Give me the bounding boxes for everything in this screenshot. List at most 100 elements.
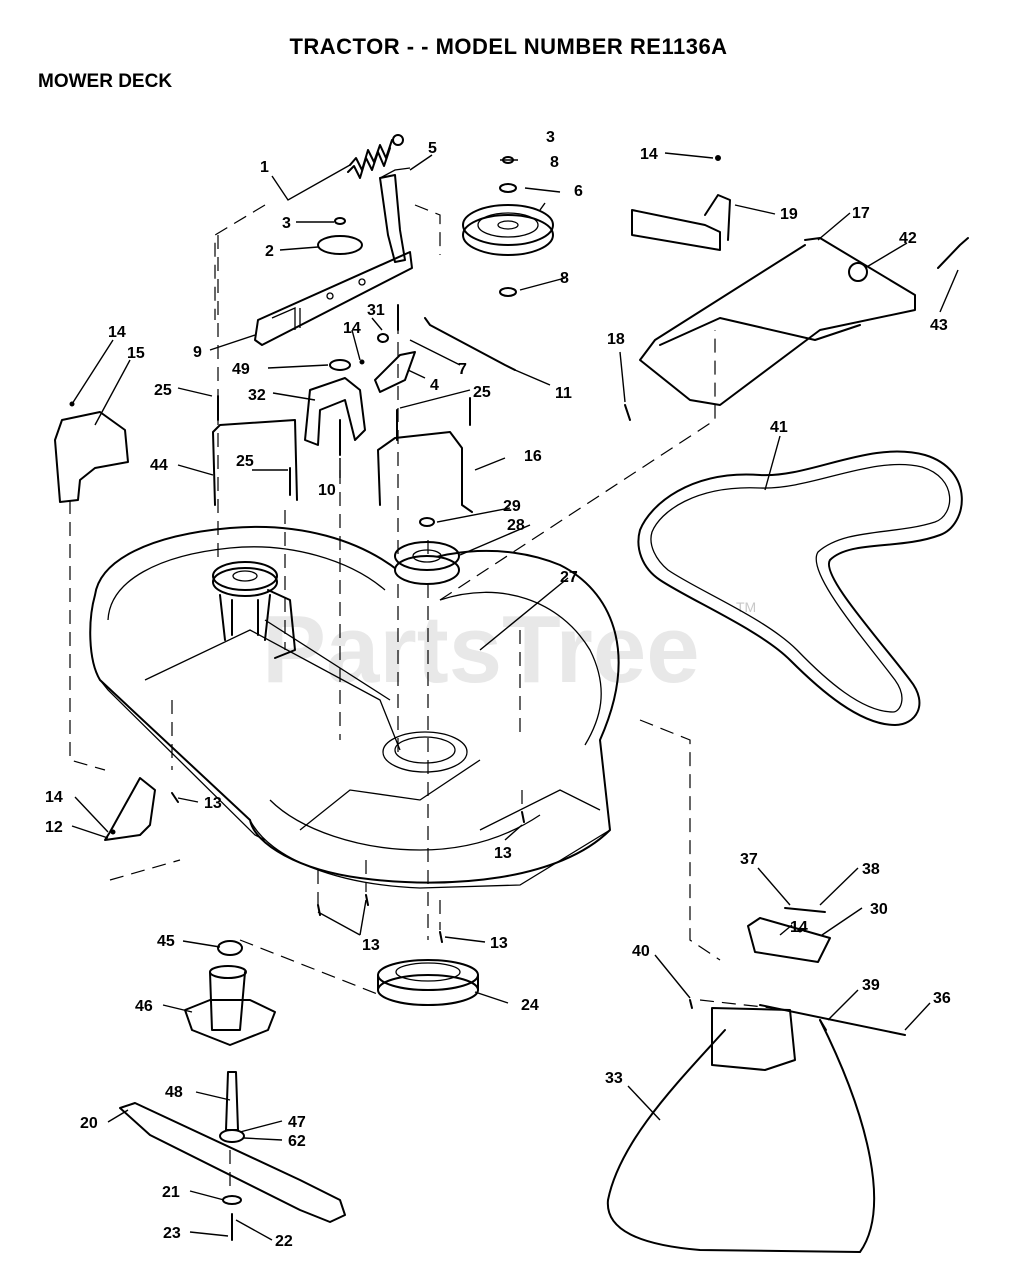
callout-14-center: 14 [343,320,361,337]
callout-14-left: 14 [45,789,63,806]
callout-19: 19 [780,206,798,223]
callout-11: 11 [555,385,572,402]
rod-part-36 [759,1004,906,1036]
callout-9: 9 [193,344,202,361]
callout-42: 42 [899,230,917,247]
callout-29: 29 [503,498,521,515]
callout-25-left: 25 [154,382,172,399]
callout-47: 47 [288,1114,306,1131]
mower-deck [89,525,620,889]
callout-20: 20 [80,1115,98,1132]
callout-40: 40 [632,943,650,960]
nut-part-3 [334,217,346,225]
callout-23: 23 [163,1225,181,1242]
callout-3-top: 3 [546,129,555,146]
callout-12: 12 [45,819,63,836]
callout-49: 49 [232,361,250,378]
callout-41: 41 [770,419,788,436]
washer-part-8b [499,287,517,297]
callout-8-top: 8 [550,154,559,171]
watermark-trademark: TM [736,599,756,615]
spacer-part-39 [819,1019,827,1031]
watermark: PartsTree TM [262,596,756,703]
callout-3: 3 [282,215,291,232]
callout-33: 33 [605,1070,623,1087]
lift-frame-part-17 [631,194,916,406]
blade-part-20 [119,1102,346,1223]
callout-17: 17 [852,205,870,222]
callout-62: 62 [288,1133,306,1150]
deck-pulley-assembly [212,561,296,659]
clip-part-40 [689,999,693,1009]
bracket-part-15 [54,411,129,503]
callout-14-bracket: 14 [108,324,126,341]
lever-part-5 [379,167,411,263]
section-title: MOWER DECK [38,71,173,92]
bolt-part-25c [396,397,471,441]
bracket-part-4 [374,351,416,393]
alignment-lines [69,204,791,1190]
callout-39: 39 [862,977,880,994]
nut-part-31 [377,333,389,343]
callout-14-top: 14 [640,146,658,163]
callout-1: 1 [260,159,269,176]
belt-part-41 [637,450,963,726]
callout-5: 5 [428,140,437,157]
callout-4: 4 [430,377,439,394]
callout-10: 10 [318,482,336,499]
callout-45: 45 [157,933,175,950]
bearing-part-45 [217,940,243,956]
leader-lines [71,152,959,1241]
callout-31: 31 [367,302,385,319]
callout-7: 7 [458,361,467,378]
callout-46: 46 [135,998,153,1015]
hanger-part-16 [377,431,473,513]
callout-24: 24 [521,997,539,1014]
plate-part-2 [317,235,363,255]
spring-part-1 [347,134,404,179]
callout-28: 28 [507,517,525,534]
callout-38: 38 [862,861,880,878]
shaft-part-48 [219,1071,245,1143]
nut-part-29 [419,517,435,527]
idler-arm-part-9 [254,251,413,346]
idler-pulley-part-6 [462,204,554,256]
callout-8-bottom: 8 [560,270,569,287]
callout-18: 18 [607,331,625,348]
callout-2: 2 [265,243,274,260]
hanger-part-44 [212,419,298,506]
washer-part-21 [222,1195,242,1205]
callout-13-right: 13 [494,845,512,862]
washer-part-49 [329,359,351,371]
callout-36: 36 [933,990,951,1007]
callout-16: 16 [524,448,542,465]
rod-part-11 [424,317,516,371]
bracket-part-32 [304,377,366,446]
callout-6: 6 [574,183,583,200]
callout-13-ring: 13 [490,935,508,952]
ring-part-24 [377,959,479,1006]
washer-part-8 [499,183,517,193]
clip-part-43 [937,237,969,269]
callout-15: 15 [127,345,145,362]
callout-labels: 1 2 3 3 4 5 6 7 8 8 9 10 11 12 13 13 13 … [45,129,951,1250]
callout-13-left: 13 [204,795,222,812]
callout-27: 27 [560,569,578,586]
callout-13-bottom: 13 [362,937,380,954]
callout-14-bag: 14 [790,919,808,936]
callout-22: 22 [275,1233,293,1250]
callout-25-right: 25 [473,384,491,401]
callout-48: 48 [165,1084,183,1101]
page-title: TRACTOR - - MODEL NUMBER RE1136A [289,34,728,59]
fasteners [69,155,803,943]
callout-25-center: 25 [236,453,254,470]
pin-part-18 [624,404,631,421]
callout-30: 30 [870,901,888,918]
bracket-part-12 [104,777,156,841]
callout-21: 21 [162,1184,180,1201]
spindle-housing-part-46 [184,965,276,1046]
pulley-part-28 [394,541,460,585]
callout-37: 37 [740,851,758,868]
